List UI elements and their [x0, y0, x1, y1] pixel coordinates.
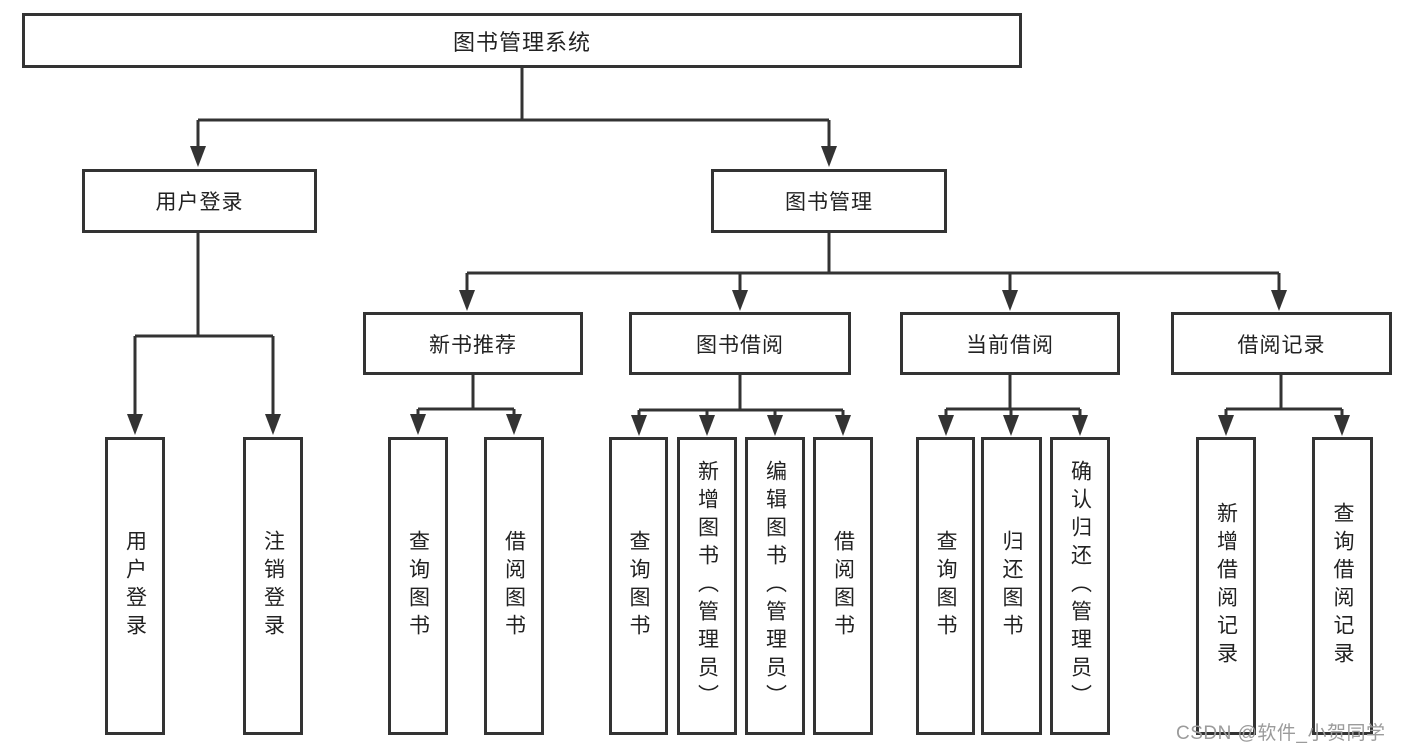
node-new-book-recommend: 新书推荐 — [363, 312, 583, 375]
leaf-label: 借阅图书 — [831, 530, 855, 642]
leaf-query-books: 查询图书 — [609, 437, 668, 735]
leaf-label: 注销登录 — [261, 530, 285, 642]
leaf-label: 用户登录 — [123, 530, 147, 642]
leaf-borrow-books: 借阅图书 — [813, 437, 873, 735]
leaf-logout: 注销登录 — [243, 437, 303, 735]
leaf-user-login: 用户登录 — [105, 437, 165, 735]
csdn-watermark: CSDN @软件_小贺同学 — [1176, 723, 1386, 744]
leaf-label: 新增图书（管理员） — [695, 460, 719, 712]
leaf-borrow-books: 借阅图书 — [484, 437, 544, 735]
node-label: 借阅记录 — [1237, 333, 1326, 357]
leaf-label: 编辑图书（管理员） — [763, 460, 787, 712]
leaf-query-books: 查询图书 — [388, 437, 448, 735]
node-user-login: 用户登录 — [82, 169, 317, 233]
arrowhead-group — [127, 146, 1350, 436]
node-label: 用户登录 — [155, 191, 244, 214]
leaf-return-book: 归还图书 — [981, 437, 1042, 735]
node-label: 当前借阅 — [966, 333, 1054, 357]
leaf-add-book-admin: 新增图书（管理员） — [677, 437, 737, 735]
node-library-system: 图书管理系统 — [22, 13, 1022, 68]
node-borrow-records: 借阅记录 — [1171, 312, 1392, 375]
leaf-label: 查询图书 — [627, 530, 650, 642]
node-label: 图书借阅 — [696, 333, 784, 357]
node-book-borrow: 图书借阅 — [629, 312, 851, 375]
leaf-label: 查询借阅记录 — [1331, 502, 1354, 670]
leaf-label: 借阅图书 — [502, 530, 526, 642]
leaf-add-borrow-record: 新增借阅记录 — [1196, 437, 1256, 735]
node-label: 图书管理系统 — [452, 29, 591, 55]
leaf-label: 确认归还（管理员） — [1068, 460, 1092, 712]
leaf-label: 归还图书 — [1000, 530, 1023, 642]
node-book-management: 图书管理 — [711, 169, 947, 233]
leaf-query-borrow-record: 查询借阅记录 — [1312, 437, 1373, 735]
node-label: 图书管理 — [785, 191, 873, 214]
leaf-label: 查询图书 — [406, 530, 430, 642]
leaf-label: 新增借阅记录 — [1214, 502, 1238, 670]
node-label: 新书推荐 — [429, 333, 517, 357]
leaf-label: 查询图书 — [934, 530, 957, 642]
leaf-confirm-return-admin: 确认归还（管理员） — [1050, 437, 1110, 735]
leaf-query-books: 查询图书 — [916, 437, 975, 735]
node-current-borrow: 当前借阅 — [900, 312, 1120, 375]
leaf-edit-book-admin: 编辑图书（管理员） — [745, 437, 805, 735]
